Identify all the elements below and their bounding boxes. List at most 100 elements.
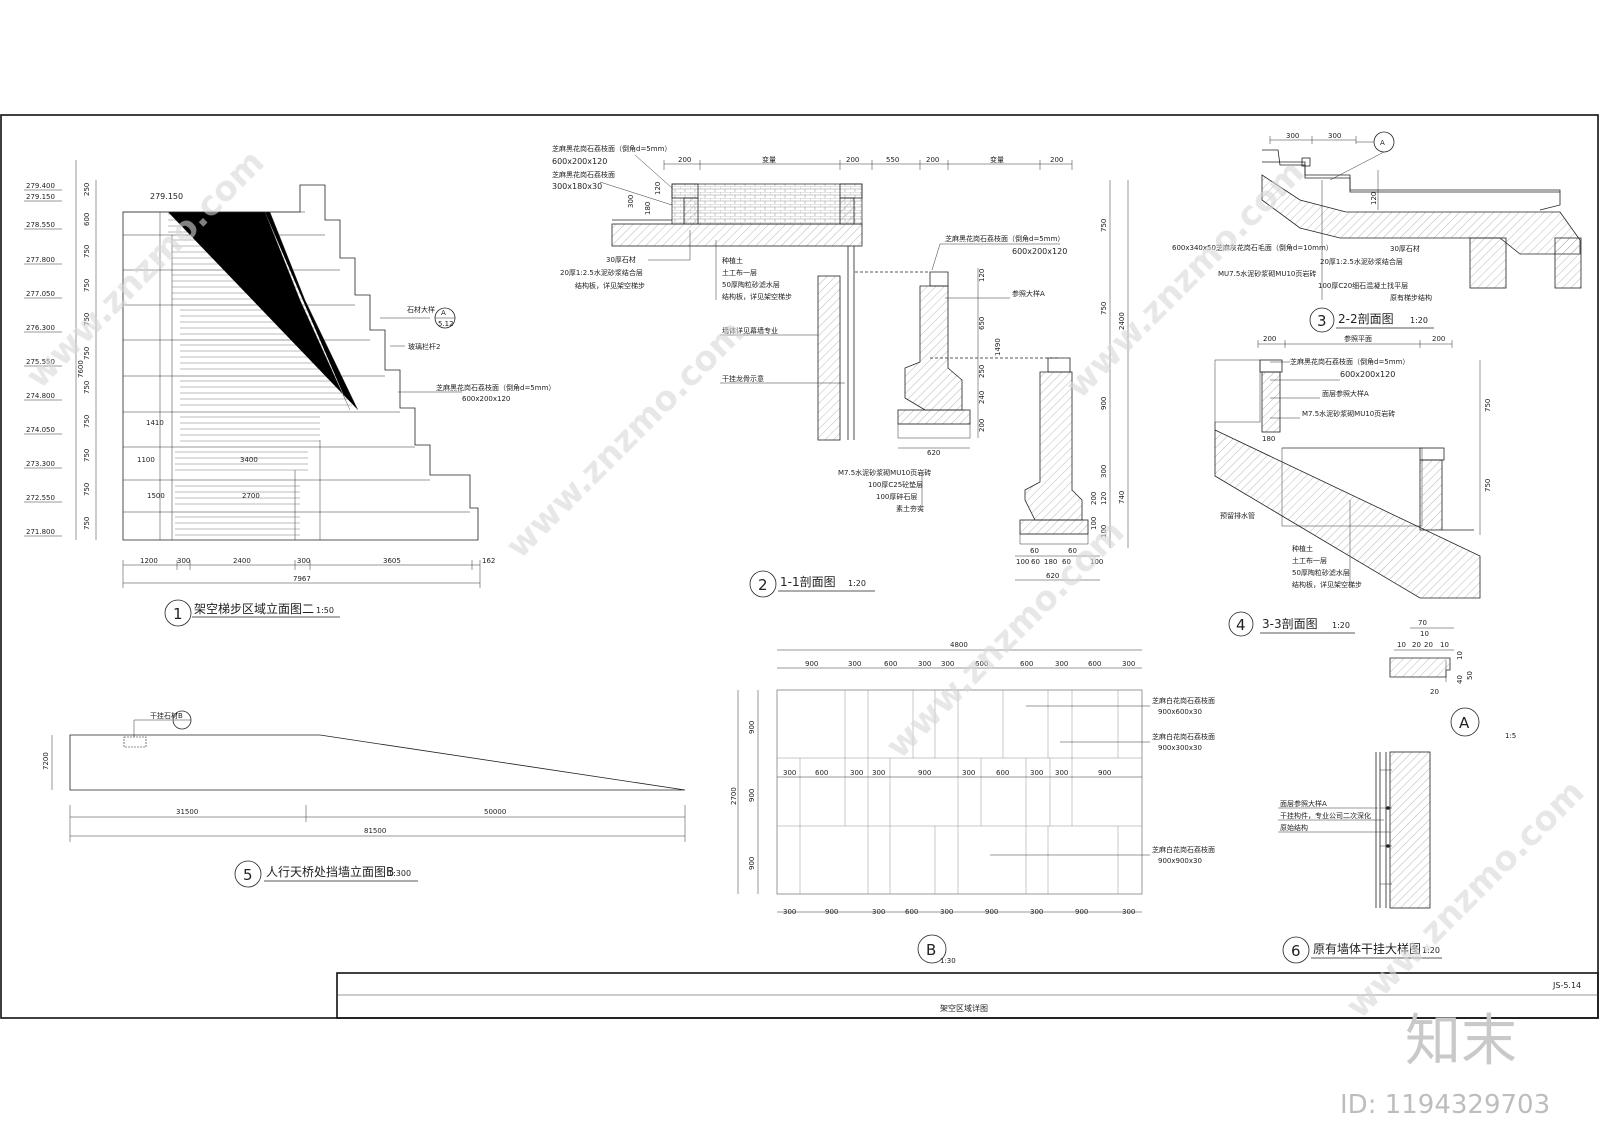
v2-sdim-3: 120 (654, 182, 662, 195)
v2-bb-2: 60 (1068, 547, 1077, 555)
v4-note-5: 预留排水管 (1220, 511, 1255, 520)
vb-r2-9: 900 (1098, 769, 1111, 777)
v2-rdim-2: 750 (1100, 302, 1108, 315)
vb-note-2: 900x600x30 (1158, 708, 1202, 716)
vb-r2-0: 300 (783, 769, 796, 777)
sheet-code: JS-5.14 (1552, 981, 1581, 990)
v2-tdim-2: 变量 (762, 155, 776, 164)
elev-3: 278.550 (26, 221, 55, 229)
title-block (336, 972, 1599, 1019)
v3-note-4: MU7.5水泥砂浆砌MU10页岩砖 (1218, 269, 1316, 278)
v1-bdim-6: 162 (482, 557, 495, 565)
vb-r2-1: 600 (815, 769, 828, 777)
v2-vdim-5: 240 (978, 391, 986, 404)
vb-r1-4: 300 (941, 660, 954, 668)
v1-ldim-8: 750 (83, 415, 91, 428)
v2-tdim-4: 550 (886, 156, 899, 164)
v2-bb-7: 100 (1090, 558, 1103, 566)
elev-6: 276.300 (26, 324, 55, 332)
vb-note-1: 芝麻白花岗石荔枝面 (1152, 696, 1215, 705)
view2-number-circle (749, 570, 777, 598)
v3-note-1: 600x340x50芝麻灰花岗石毛面（倒角d=10mm） (1172, 243, 1333, 252)
v5-dim-1: 31500 (176, 808, 198, 816)
vb-r2-2: 300 (850, 769, 863, 777)
vb-r3-3: 600 (905, 908, 918, 916)
v2-tdim-5: 200 (926, 156, 939, 164)
v2-note-m6: 干挂龙骨示意 (722, 374, 764, 383)
stair-treads (168, 211, 359, 536)
view5-number-circle (234, 860, 262, 888)
v1-ldim-2: 600 (83, 213, 91, 226)
v2-note-r2: 600x200x120 (1012, 247, 1067, 256)
elev-11: 272.550 (26, 494, 55, 502)
v3-note-6: 原有梯步结构 (1390, 293, 1432, 302)
vb-total-width: 4800 (950, 641, 968, 649)
v2-base-a: 620 (927, 449, 940, 457)
v1-ldim-1: 250 (83, 183, 91, 196)
view5-wall-elevation: 干挂石材 B 7200 31500 50000 81500 5 人行天桥处挡墙立… (42, 710, 686, 888)
v2-rdim-10: 100 (1100, 525, 1108, 538)
v2-vdim-3: 1490 (994, 338, 1002, 356)
drawing-title: 架空区域详图 (940, 1003, 988, 1013)
va-dim-3: 10 (1397, 641, 1406, 649)
v4-note-8: 50厚陶粒砂滤水层 (1292, 568, 1350, 577)
elev-5: 277.050 (26, 290, 55, 298)
va-dim-2: 10 (1420, 630, 1429, 638)
elev-1: 279.400 (26, 182, 55, 190)
v3-vdim: 120 (1370, 192, 1378, 205)
v1-bdim-2: 300 (177, 557, 190, 565)
va-side-2: 40 (1456, 675, 1464, 684)
view6-scale: 1:20 (1422, 946, 1440, 955)
v1-total-width: 7967 (293, 575, 311, 583)
view1-scale: 1:50 (316, 606, 334, 615)
v1-ldim-4: 750 (83, 279, 91, 292)
v3-note-3: 20厚1:2.5水泥砂浆结合层 (1320, 257, 1403, 266)
v2-bb-5: 180 (1044, 558, 1057, 566)
v5-dim-2: 50000 (484, 808, 506, 816)
vb-note-4: 900x300x30 (1158, 744, 1202, 752)
v4-tdim-1: 200 (1263, 335, 1276, 343)
v1-inner-3: 3400 (240, 456, 258, 464)
v4-note-4: M7.5水泥砂浆砌MU10页岩砖 (1302, 409, 1395, 418)
elev-12: 271.800 (26, 528, 55, 536)
vb-r2-6: 600 (996, 769, 1009, 777)
vb-r1-7: 300 (1055, 660, 1068, 668)
v1-note-railing: 玻璃栏杆2 (408, 342, 440, 351)
elev-9: 274.050 (26, 426, 55, 434)
v2-rdim-7: 200 (1090, 492, 1098, 505)
detail-b-circle (917, 934, 947, 964)
v2-tdim-1: 200 (678, 156, 691, 164)
view6-number: 6 (1291, 942, 1301, 960)
v2-tdim-3: 200 (846, 156, 859, 164)
v1-bdim-4: 300 (297, 557, 310, 565)
view4-title: 3-3剖面图 (1262, 617, 1318, 631)
detail-a-label: A (1459, 714, 1470, 732)
v4-sdim-3: 180 (1262, 435, 1275, 443)
view2-title: 1-1剖面图 (780, 575, 836, 589)
vb-ldim-2: 900 (748, 789, 756, 802)
elev-2: 279.150 (26, 193, 55, 201)
v2-rdim-8: 120 (1100, 492, 1108, 505)
v2-rdim-6: 740 (1118, 491, 1126, 504)
v2-bb-8: 620 (1046, 572, 1059, 580)
view4-section-3-3: 200 参照平面 200 750 750 180 芝麻黑花岗石荔枝面（倒角d=5… (1214, 334, 1492, 637)
vb-note-5: 芝麻白花岗石荔枝面 (1152, 845, 1215, 854)
v2-vdim-1: 120 (978, 269, 986, 282)
view1-number: 1 (173, 605, 183, 623)
v2-tdim-6: 变量 (990, 155, 1004, 164)
vb-r2-3: 300 (872, 769, 885, 777)
vb-r1-3: 300 (918, 660, 931, 668)
vb-r1-5: 600 (975, 660, 988, 668)
view3-title: 2-2剖面图 (1338, 312, 1394, 326)
v1-callout-label: 石材大样 (407, 305, 435, 314)
vb-r3-7: 900 (1075, 908, 1088, 916)
v2-rdim-9: 100 (1090, 517, 1098, 530)
view2-section-1-1: 200 变量 200 550 200 变量 200 芝麻黑花岗石荔枝面（倒角d=… (552, 144, 1129, 598)
vb-r1-9: 300 (1122, 660, 1135, 668)
v3-tdim-1: 300 (1286, 132, 1299, 140)
v4-tdim-2: 参照平面 (1344, 334, 1372, 343)
vb-r2-5: 300 (962, 769, 975, 777)
vb-r3-2: 300 (872, 908, 885, 916)
v6-note-3: 原始结构 (1280, 823, 1308, 832)
